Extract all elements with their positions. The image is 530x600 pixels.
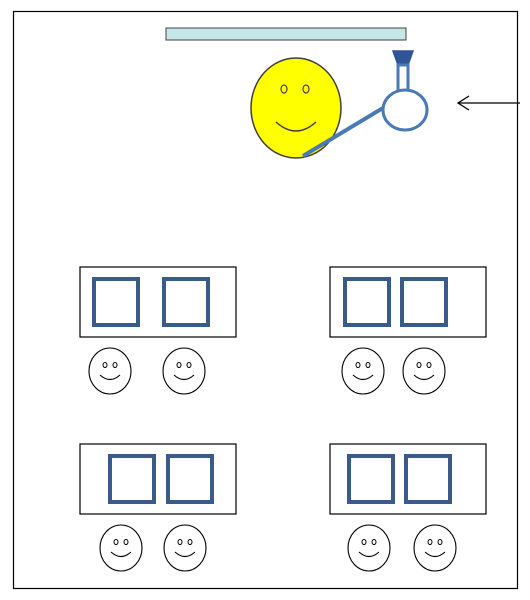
student-right-eye: [112, 362, 118, 368]
student-right-eye: [365, 362, 371, 368]
desk-group-3: [79, 443, 237, 572]
teacher-face-icon: [250, 57, 342, 159]
student-face: [347, 524, 391, 572]
student-left-eye: [102, 362, 108, 368]
square-monitor-icon: [92, 277, 140, 327]
student-left-eye: [427, 539, 433, 545]
student-smile: [352, 374, 374, 381]
student-smile: [110, 551, 132, 558]
student-face-icon: [162, 347, 206, 395]
square-monitor-icon: [162, 277, 210, 327]
student-left-eye: [177, 539, 183, 545]
student-face: [413, 524, 457, 572]
teacher-right-eye: [302, 84, 310, 94]
student-face-icon: [341, 347, 385, 395]
student-smile: [174, 551, 196, 558]
student-right-eye: [437, 539, 443, 545]
student-face: [402, 347, 446, 395]
lamp-bulb: [381, 88, 429, 132]
student-right-eye: [187, 539, 193, 545]
square-monitor-icon: [166, 454, 214, 504]
student-face: [163, 524, 207, 572]
desk-group-4: [329, 443, 487, 572]
square-monitor-icon: [108, 454, 156, 504]
student-left-eye: [361, 539, 367, 545]
student-face-icon: [402, 347, 446, 395]
student-face-icon: [163, 524, 207, 572]
teacher-face: [250, 57, 342, 159]
teacher-smile: [275, 121, 317, 132]
square-monitor-icon: [404, 454, 452, 504]
student-face-icon: [347, 524, 391, 572]
arrow-head: [456, 95, 470, 111]
square-monitor-icon: [347, 454, 395, 504]
student-left-eye: [416, 362, 422, 368]
student-face-icon: [413, 524, 457, 572]
student-smile: [358, 551, 380, 558]
desk-group-1: [79, 266, 237, 395]
student-left-eye: [355, 362, 361, 368]
left-arrow-icon: [456, 95, 520, 111]
student-smile: [424, 551, 446, 558]
student-left-eye: [113, 539, 119, 545]
student-right-eye: [426, 362, 432, 368]
classroom-frame: [12, 10, 519, 590]
student-right-eye: [371, 539, 377, 545]
desk-group-2: [329, 266, 487, 395]
square-monitor-icon: [400, 277, 448, 327]
student-smile: [173, 374, 195, 381]
student-face: [88, 347, 132, 395]
student-right-eye: [123, 539, 129, 545]
square-monitor-icon: [343, 277, 391, 327]
student-right-eye: [186, 362, 192, 368]
student-left-eye: [176, 362, 182, 368]
student-face: [341, 347, 385, 395]
teacher-left-eye: [280, 84, 288, 94]
student-smile: [99, 374, 121, 381]
student-face-icon: [88, 347, 132, 395]
whiteboard: [165, 27, 407, 41]
student-face: [99, 524, 143, 572]
student-face-icon: [99, 524, 143, 572]
student-smile: [413, 374, 435, 381]
desk-groups: [79, 266, 487, 572]
student-face: [162, 347, 206, 395]
desk-lamp-icon: [381, 50, 429, 132]
lamp-shade: [391, 50, 415, 66]
